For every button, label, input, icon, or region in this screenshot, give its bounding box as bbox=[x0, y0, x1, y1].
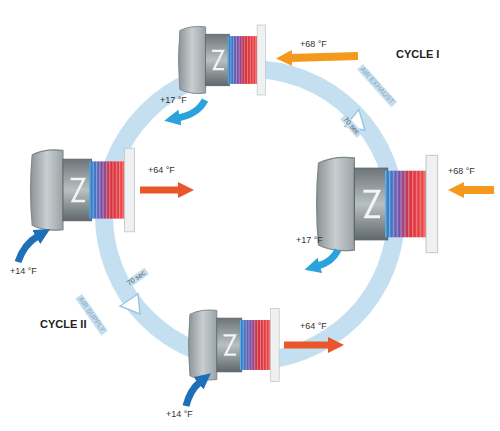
flow-label: AIR EXHAUST bbox=[357, 64, 397, 107]
temperature-label: +14 °F bbox=[166, 410, 193, 420]
cycle-title: CYCLE II bbox=[40, 318, 86, 330]
cycle-triangle bbox=[120, 294, 140, 314]
temperature-label: +64 °F bbox=[148, 166, 175, 176]
supply-air-arrow bbox=[284, 342, 330, 349]
ventilator-unit bbox=[31, 148, 135, 232]
temperature-label: +64 °F bbox=[300, 322, 327, 332]
warm-air-arrow bbox=[462, 186, 494, 194]
ventilator-unit bbox=[188, 309, 279, 382]
time-label: 70 sec bbox=[124, 268, 149, 288]
temperature-label: +14 °F bbox=[10, 267, 37, 277]
exhaust-air-arrow bbox=[318, 250, 338, 266]
temperature-label: +68 °F bbox=[448, 167, 475, 177]
ventilator-unit bbox=[178, 25, 265, 95]
outdoor-air-arrow bbox=[18, 236, 38, 262]
warm-air-arrow bbox=[290, 56, 358, 58]
supply-air-arrow bbox=[140, 187, 180, 194]
temperature-label: +68 °F bbox=[300, 40, 327, 50]
ventilator-unit bbox=[317, 155, 438, 252]
outdoor-air-arrow bbox=[186, 382, 200, 406]
temperature-label: +17 °F bbox=[160, 96, 187, 106]
temperature-label: +17 °F bbox=[296, 236, 323, 246]
cycle-title: CYCLE I bbox=[396, 48, 439, 60]
